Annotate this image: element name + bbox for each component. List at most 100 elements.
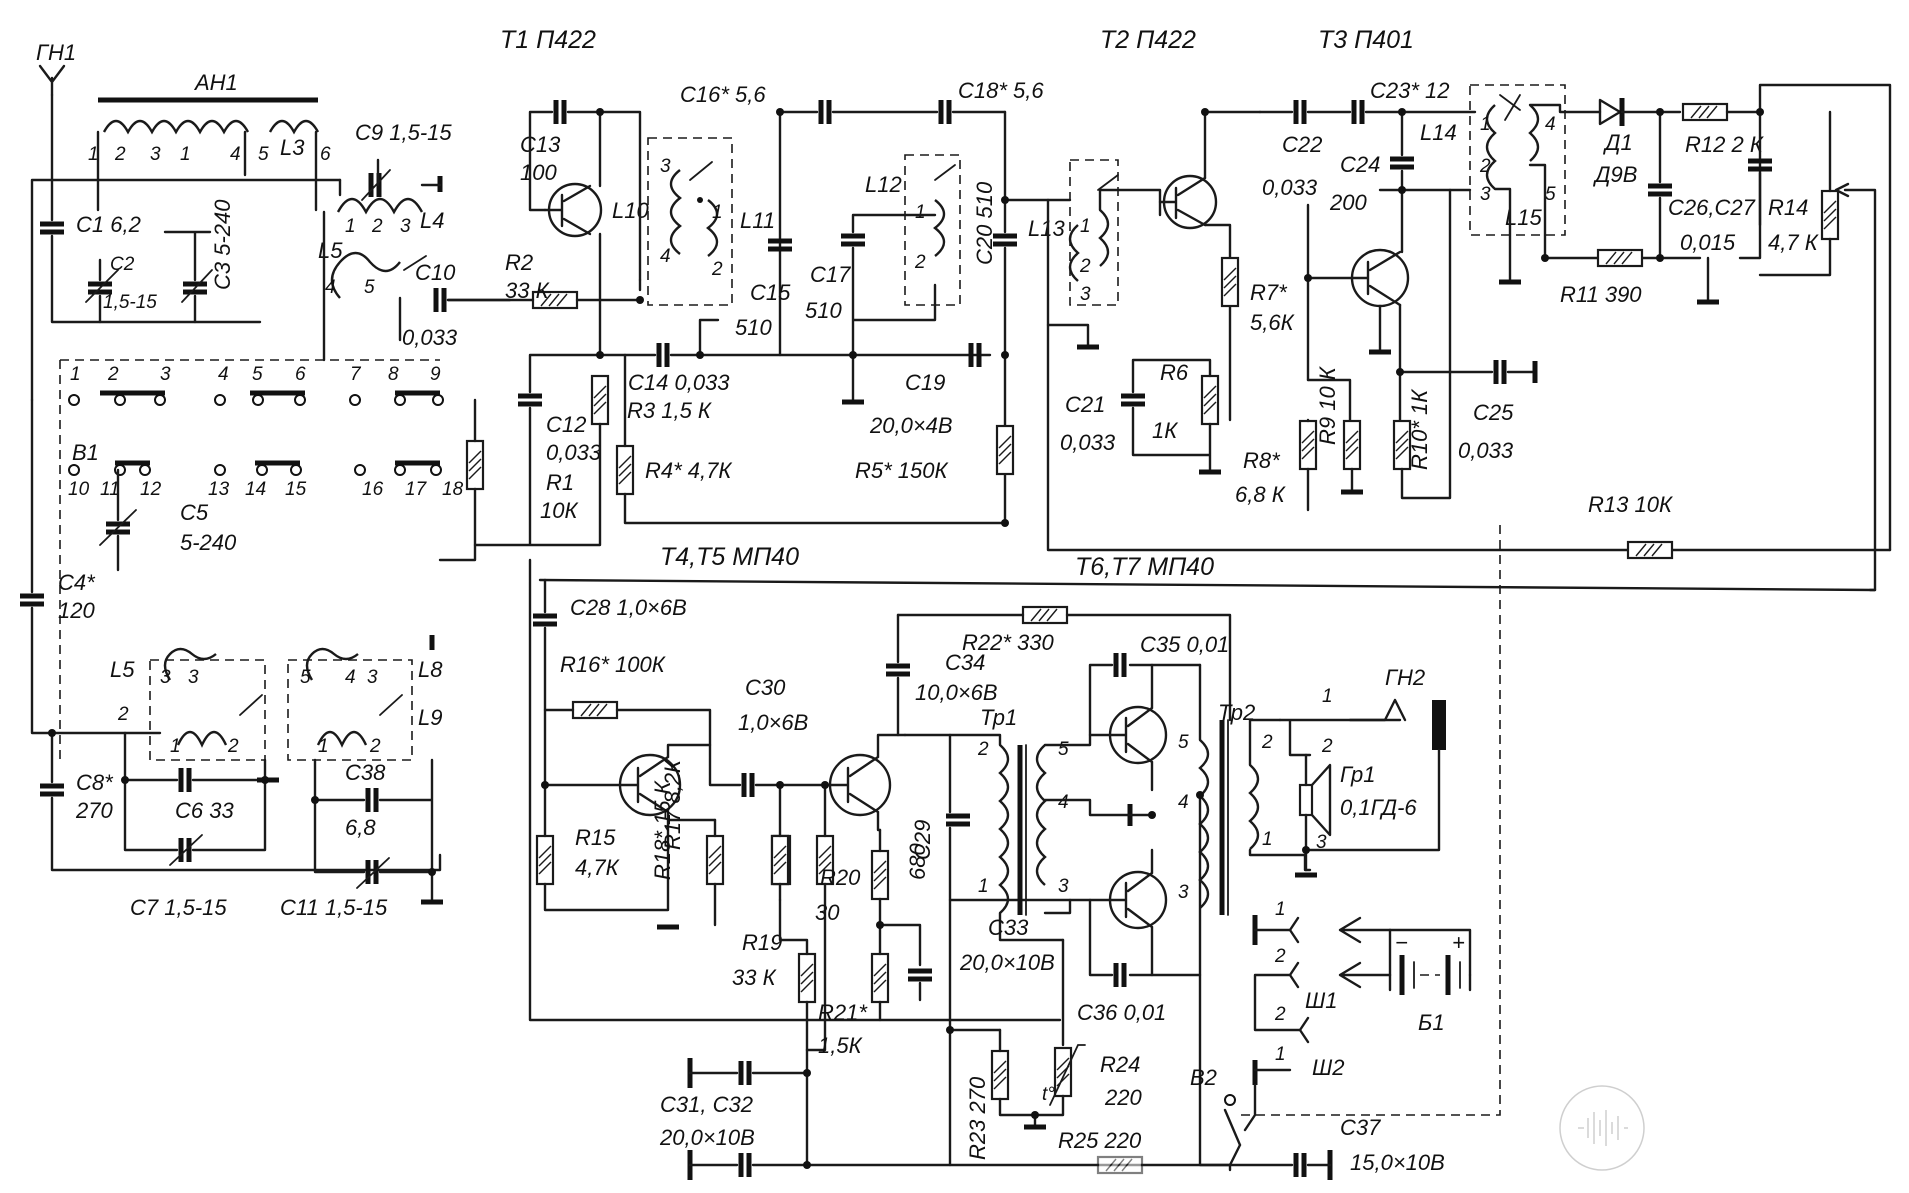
svg-text:4: 4 <box>345 667 356 688</box>
svg-text:C31, C32: C31, C32 <box>660 1092 753 1117</box>
svg-text:20,0×4В: 20,0×4В <box>869 413 953 438</box>
transformer-tr1: Тр1 2 5 4 3 1 C33 20,0×10В <box>948 705 1069 975</box>
svg-text:0,015: 0,015 <box>1680 230 1736 255</box>
coil-l4-l5: C9 1,5-15 1 2 3 L4 4 5 L5 C10 0,033 <box>318 120 512 362</box>
power-connectors: 1 2 Ш1 2 1 Ш2 − + Б1 В2 <box>1190 899 1472 1180</box>
svg-text:30: 30 <box>815 900 840 925</box>
bottom-network: C31, C32 20,0×10В R23 270 t° R24 220 R25… <box>659 898 1232 1180</box>
svg-text:R24: R24 <box>1100 1052 1140 1077</box>
svg-text:2: 2 <box>227 736 239 757</box>
svg-text:13: 13 <box>208 479 230 500</box>
svg-text:5: 5 <box>252 364 263 385</box>
svg-text:C37: C37 <box>1340 1115 1381 1140</box>
transformer-tr2: Тр2 5 4 3 2 1 <box>1178 663 1307 1167</box>
potentiometer-r14[interactable]: R14 4,7 К <box>1758 110 1877 592</box>
an1-label: АН1 <box>193 70 238 95</box>
svg-text:C13: C13 <box>520 132 561 157</box>
svg-text:2: 2 <box>369 736 381 757</box>
svg-text:510: 510 <box>805 298 842 323</box>
svg-text:t°: t° <box>1042 1084 1055 1105</box>
svg-text:3: 3 <box>1058 876 1069 897</box>
svg-text:1: 1 <box>318 736 329 757</box>
svg-text:4: 4 <box>1058 792 1069 813</box>
svg-text:R18* 15 К: R18* 15 К <box>650 780 675 880</box>
svg-text:C1 6,2: C1 6,2 <box>76 212 141 237</box>
svg-text:8: 8 <box>388 364 399 385</box>
svg-text:100: 100 <box>520 160 557 185</box>
stage-t2: T2 П422 1 2 3 L13 R7* 5,6К C21 0,033 R6 … <box>1028 26 1892 552</box>
svg-text:C29: C29 <box>910 820 935 860</box>
svg-text:R15: R15 <box>575 825 616 850</box>
svg-text:L15: L15 <box>1505 205 1542 230</box>
l3-label: L3 <box>280 135 305 160</box>
svg-text:R6: R6 <box>1160 360 1189 385</box>
svg-text:2: 2 <box>114 144 126 165</box>
svg-text:C21: C21 <box>1065 392 1105 417</box>
svg-text:1: 1 <box>1275 1044 1286 1065</box>
rf-if-section: ГН1 АН1 1 2 3 1 4 5 6 L3 C1 6,2 C2 <box>20 40 512 920</box>
antenna-jack-gn1: ГН1 <box>36 40 76 97</box>
svg-text:R1: R1 <box>546 470 574 495</box>
svg-text:2: 2 <box>117 704 129 725</box>
svg-text:0,033: 0,033 <box>402 325 458 350</box>
svg-text:C6 33: C6 33 <box>175 798 234 823</box>
svg-text:4: 4 <box>218 364 229 385</box>
svg-text:C34: C34 <box>945 650 985 675</box>
svg-text:6,8 К: 6,8 К <box>1235 482 1286 507</box>
svg-text:R11 390: R11 390 <box>1560 282 1642 307</box>
svg-text:L12: L12 <box>865 172 902 197</box>
svg-text:C9 1,5-15: C9 1,5-15 <box>355 120 452 145</box>
svg-text:1,5К: 1,5К <box>818 1033 863 1058</box>
svg-text:C38: C38 <box>345 760 386 785</box>
svg-text:1: 1 <box>1262 829 1273 850</box>
svg-text:3: 3 <box>1316 832 1327 853</box>
svg-text:1: 1 <box>170 736 181 757</box>
svg-text:Гр1: Гр1 <box>1340 762 1375 787</box>
svg-text:12: 12 <box>140 479 162 500</box>
svg-text:C36 0,01: C36 0,01 <box>1077 1000 1166 1025</box>
svg-text:R21*: R21* <box>818 1000 868 1025</box>
junction-dots <box>48 108 1764 1169</box>
svg-text:4: 4 <box>660 246 671 267</box>
svg-text:1: 1 <box>1480 114 1491 135</box>
svg-text:R13 10К: R13 10К <box>1588 492 1673 517</box>
svg-text:C22: C22 <box>1282 132 1322 157</box>
svg-text:20,0×10В: 20,0×10В <box>659 1125 755 1150</box>
svg-text:Б1: Б1 <box>1418 1010 1445 1035</box>
svg-text:270: 270 <box>75 798 113 823</box>
svg-text:1: 1 <box>1080 216 1091 237</box>
svg-text:220: 220 <box>1104 1085 1142 1110</box>
svg-text:4,7 К: 4,7 К <box>1768 230 1819 255</box>
svg-text:120: 120 <box>58 598 95 623</box>
svg-text:L9: L9 <box>418 705 442 730</box>
svg-text:C8*: C8* <box>76 770 114 795</box>
ferrite-antenna-an1: АН1 1 2 3 1 4 5 6 L3 <box>88 70 331 212</box>
svg-text:11: 11 <box>100 479 120 500</box>
svg-text:5: 5 <box>1058 739 1069 760</box>
svg-text:ГН2: ГН2 <box>1385 665 1425 690</box>
svg-text:1: 1 <box>712 202 723 223</box>
svg-text:5: 5 <box>1178 732 1189 753</box>
svg-text:1: 1 <box>1275 899 1286 920</box>
svg-text:R8*: R8* <box>1243 448 1281 473</box>
svg-text:C14 0,033: C14 0,033 <box>628 370 730 395</box>
svg-text:0,1ГД-6: 0,1ГД-6 <box>1340 795 1417 820</box>
svg-text:В1: В1 <box>72 440 99 465</box>
svg-text:17: 17 <box>405 479 428 500</box>
t45-label: T4,T5 МП40 <box>660 543 799 571</box>
svg-text:510: 510 <box>735 315 772 340</box>
svg-text:33 К: 33 К <box>732 965 777 990</box>
gn1-label: ГН1 <box>36 40 76 65</box>
svg-text:L4: L4 <box>420 208 444 233</box>
svg-text:Ш1: Ш1 <box>1305 988 1337 1013</box>
svg-text:C4*: C4* <box>58 570 96 595</box>
detector-l14-l15-d1: 1 2 3 L14 4 5 L15 Д1 Д9В <box>1420 84 1682 282</box>
svg-text:5: 5 <box>258 144 269 165</box>
svg-text:16: 16 <box>362 479 384 500</box>
svg-text:2: 2 <box>1261 732 1273 753</box>
svg-text:L5: L5 <box>318 238 343 263</box>
audio-section: T4,T5 МП40 T6,T7 МП40 C28 1,0×6В R16* 10… <box>528 543 1877 1180</box>
svg-text:15,0×10В: 15,0×10В <box>1350 1150 1445 1175</box>
svg-text:0,033: 0,033 <box>546 440 602 465</box>
headphone-jack-gn2[interactable]: ГН2 1 <box>1304 665 1446 852</box>
